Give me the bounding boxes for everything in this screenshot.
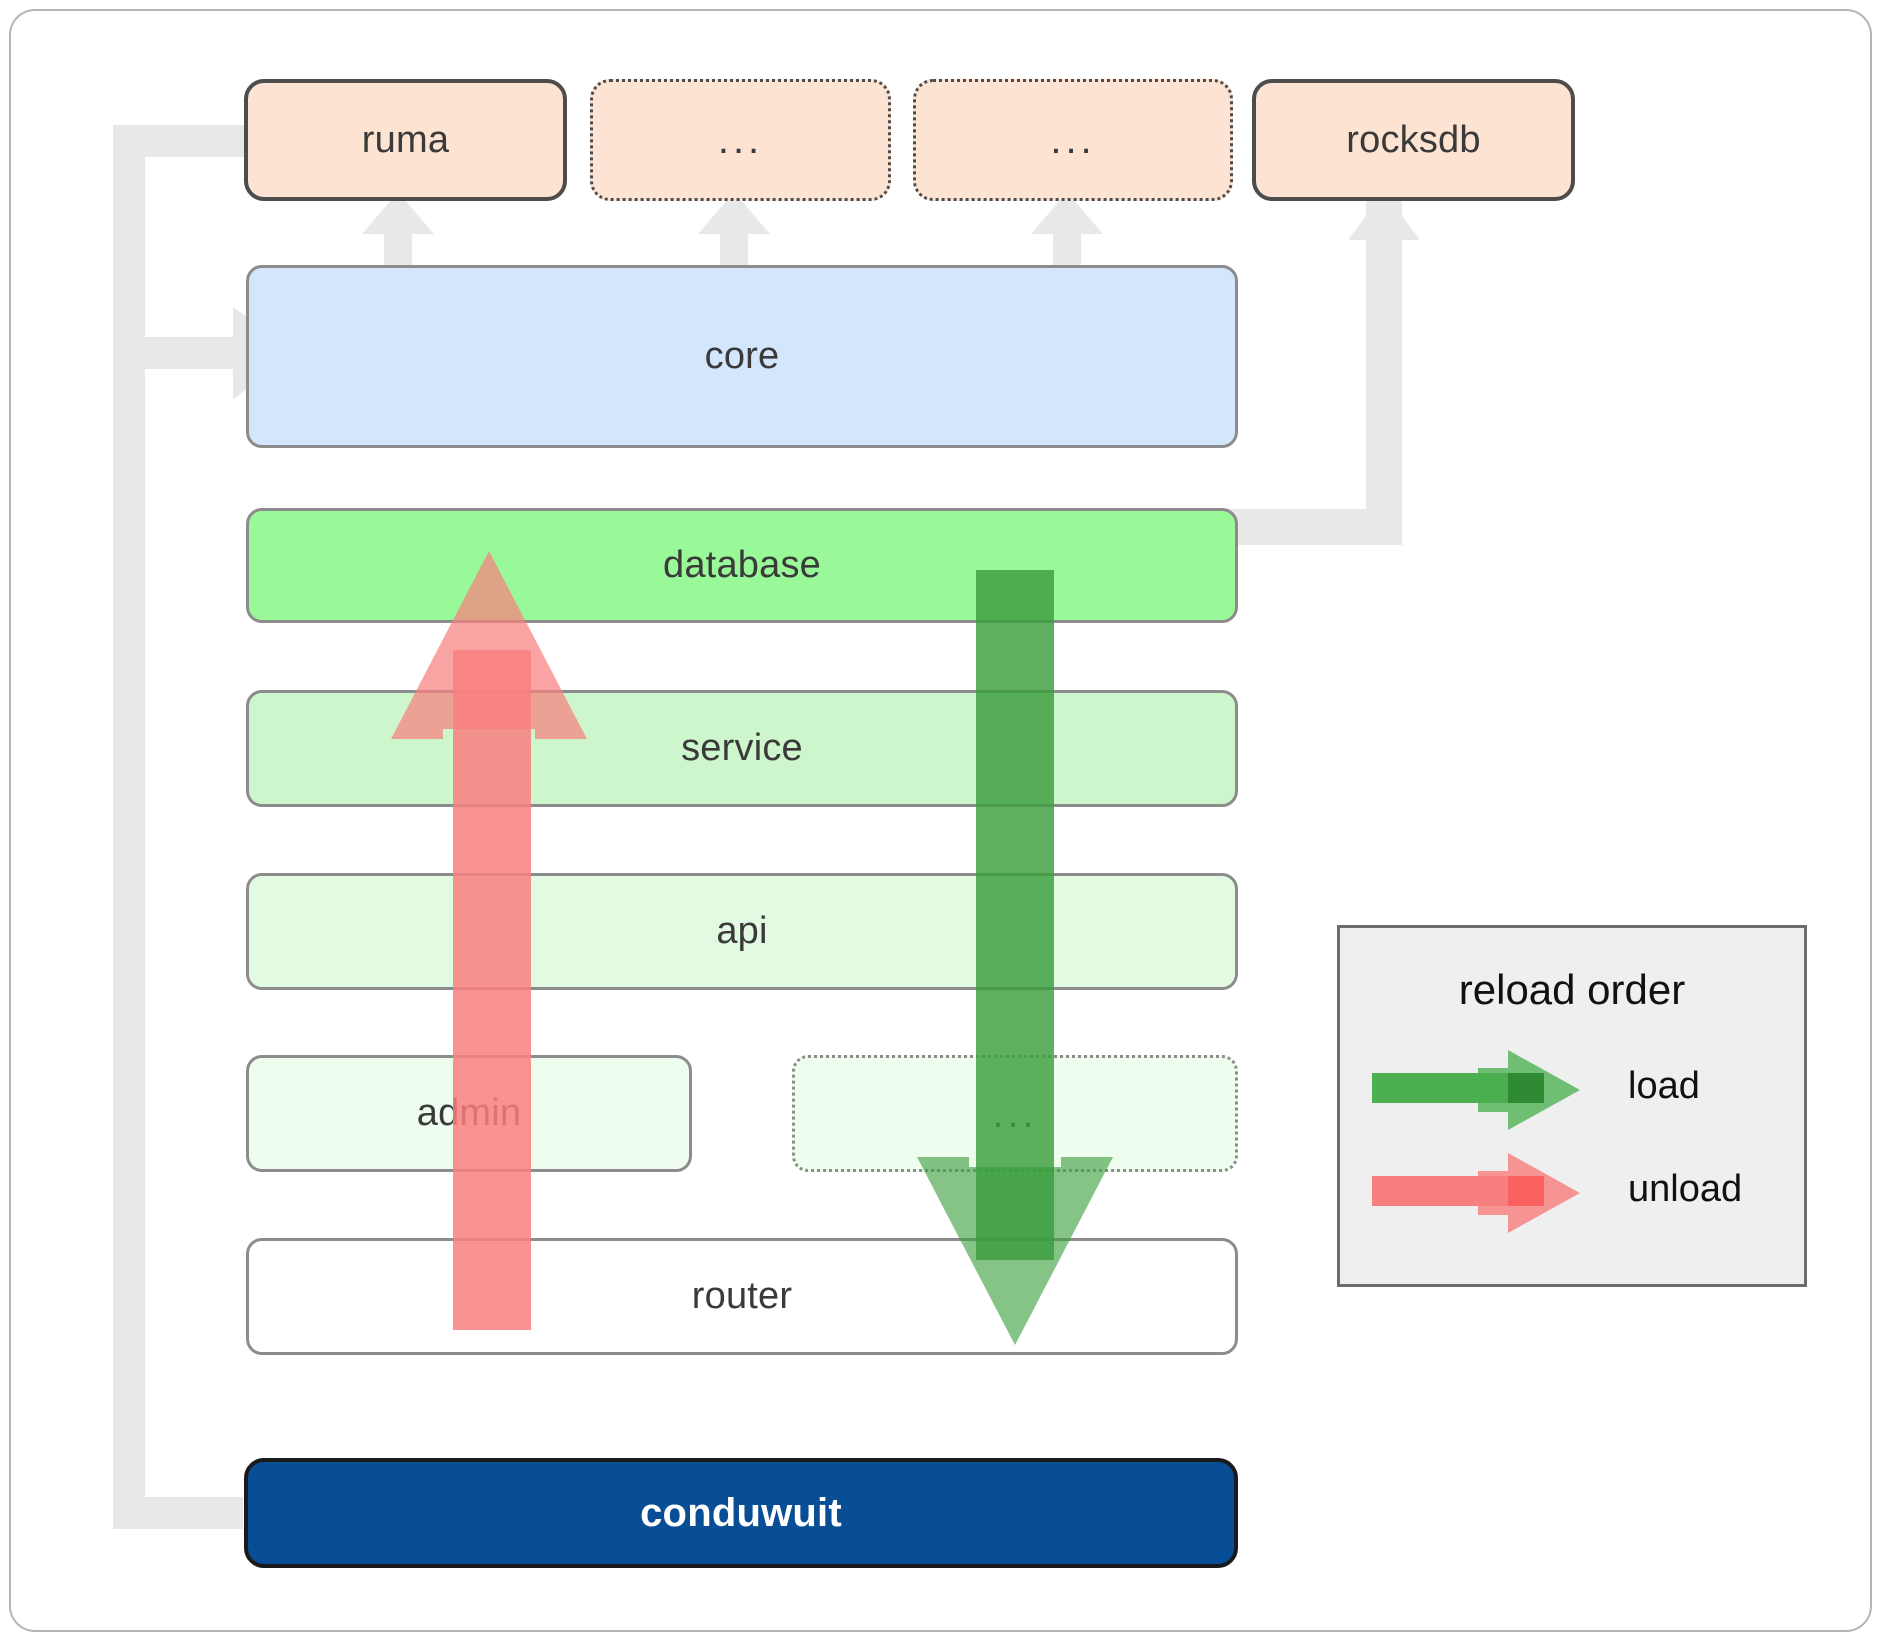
node-api[interactable]: api xyxy=(246,873,1238,990)
node-label-rocksdb: rocksdb xyxy=(1346,118,1481,161)
node-label-router: router xyxy=(691,1275,793,1317)
legend-panel: reload order load unload xyxy=(1337,925,1807,1287)
node-ruma[interactable]: ruma xyxy=(244,79,567,201)
legend-arrow-icons xyxy=(1372,1050,1580,1233)
node-label-layer-placeholder: ... xyxy=(992,1091,1038,1136)
node-conduwuit[interactable]: conduwuit xyxy=(244,1458,1238,1568)
legend-title: reload order xyxy=(1458,966,1686,1013)
node-layer-placeholder[interactable]: ... xyxy=(792,1055,1238,1172)
node-rocksdb[interactable]: rocksdb xyxy=(1252,79,1575,201)
node-service[interactable]: service xyxy=(246,690,1238,807)
node-label-dep-placeholder-1: ... xyxy=(717,118,764,162)
node-label-core: core xyxy=(704,335,780,377)
diagram-frame xyxy=(9,9,1872,1632)
node-admin[interactable]: admin xyxy=(246,1055,692,1172)
node-database[interactable]: database xyxy=(246,508,1238,623)
legend-label-load: load xyxy=(1628,1065,1700,1107)
node-dep-placeholder-2[interactable]: ... xyxy=(913,79,1233,201)
node-core[interactable]: core xyxy=(246,265,1238,448)
node-label-dep-placeholder-2: ... xyxy=(1050,118,1096,162)
node-dep-placeholder-1[interactable]: ... xyxy=(590,79,891,201)
legend-unload-arrow-icon xyxy=(1372,1153,1580,1233)
legend-label-unload: unload xyxy=(1628,1168,1743,1210)
node-label-admin: admin xyxy=(416,1092,522,1134)
node-label-service: service xyxy=(681,727,803,769)
node-router[interactable]: router xyxy=(246,1238,1238,1355)
node-label-database: database xyxy=(663,544,821,586)
node-label-conduwuit: conduwuit xyxy=(640,1490,842,1535)
legend-load-arrow-icon xyxy=(1372,1050,1580,1130)
node-label-ruma: ruma xyxy=(361,118,450,161)
node-label-api: api xyxy=(716,910,768,952)
